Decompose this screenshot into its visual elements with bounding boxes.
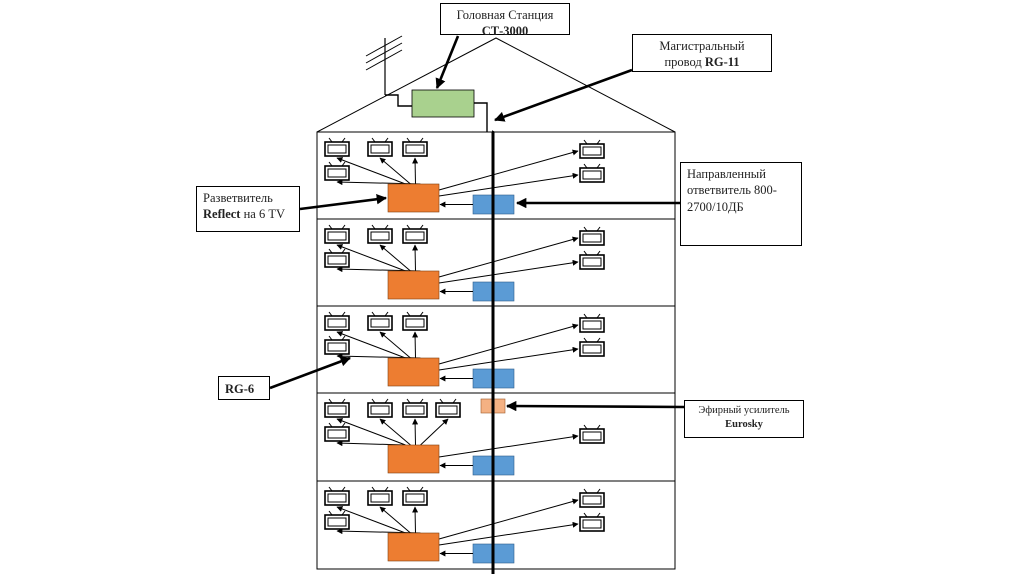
splitter-box — [387, 532, 440, 562]
splitter-box — [387, 444, 440, 474]
rg6-drop-cable — [379, 418, 411, 446]
rg6-drop-cable — [438, 498, 579, 540]
rg6-drop-cable — [438, 521, 579, 546]
rg6-drop-cable — [379, 157, 411, 185]
roof — [316, 37, 676, 133]
rg6-drop-cable — [336, 440, 406, 447]
head-station-title: Головная Станция — [456, 8, 554, 22]
rg6-drop-cable — [438, 323, 579, 365]
rg6-drop-cable — [438, 346, 579, 371]
rg6-drop-cable — [379, 331, 411, 359]
floor-4 — [316, 218, 676, 307]
trunk-title: Магистральный — [659, 39, 745, 53]
trunk-pointer — [494, 68, 633, 122]
floor-5 — [316, 131, 676, 220]
coupler-label: Направленный ответвитель 800-2700/10ДБ — [680, 162, 802, 246]
splitter-box — [387, 270, 440, 300]
rg6-drop-cable — [336, 244, 406, 272]
rg6-drop-cable — [336, 418, 406, 446]
amplifier-title: Эфирный усилитель — [698, 405, 790, 416]
splitter-box — [387, 357, 440, 387]
rg6-drop-cable — [412, 418, 419, 446]
floor-3 — [316, 305, 676, 394]
rg6-drop-cable — [438, 172, 579, 197]
rg6-drop-cable — [336, 179, 421, 186]
rg6-drop-cable — [336, 266, 421, 273]
splitter-pointer — [299, 194, 388, 211]
rg6-drop-cable — [379, 506, 411, 534]
rg6-label: RG-6 — [218, 376, 270, 400]
antenna-icon — [365, 35, 403, 95]
rg6-drop-cable — [336, 506, 406, 534]
rg6-drop-cable — [412, 157, 419, 185]
rg6-drop-cable — [379, 244, 411, 272]
trunk-label: Магистральный провод RG-11 — [632, 34, 772, 72]
head-station-model: СТ-3000 — [481, 24, 529, 39]
floor-1 — [316, 480, 676, 570]
splitter-box — [387, 183, 440, 213]
rg6-drop-cable — [336, 353, 421, 360]
head-station-label: Головная Станция СТ-3000 — [440, 3, 570, 38]
rg6-pointer — [269, 356, 351, 390]
amplifier-label: Эфирный усилитель Eurosky — [684, 400, 804, 438]
splitter-label: Разветвитель Reflect на 6 TV — [196, 186, 300, 232]
rg6-drop-cable — [336, 331, 406, 359]
head-station-pointer — [435, 35, 460, 89]
rg6-drop-cable — [336, 157, 406, 185]
splitter-model: Reflect на 6 TV — [203, 207, 286, 222]
antenna-cable — [385, 94, 412, 107]
rg6-drop-cable — [412, 331, 419, 359]
rg6-drop-cable — [420, 418, 449, 446]
trunk-model: провод RG-11 — [664, 55, 740, 70]
head-station-box — [411, 89, 475, 118]
rg6-drop-cable — [438, 259, 579, 284]
amplifier-pointer — [505, 400, 685, 412]
splitter-title: Разветвитель — [203, 191, 273, 205]
rg6-drop-cable — [412, 244, 419, 272]
rg6-drop-cable — [438, 433, 579, 458]
rg6-drop-cable — [412, 506, 419, 534]
rg6-drop-cable — [438, 149, 579, 191]
rg6-drop-cable — [336, 528, 421, 535]
rg6-drop-cable — [438, 236, 579, 278]
amplifier-model: Eurosky — [725, 418, 763, 430]
